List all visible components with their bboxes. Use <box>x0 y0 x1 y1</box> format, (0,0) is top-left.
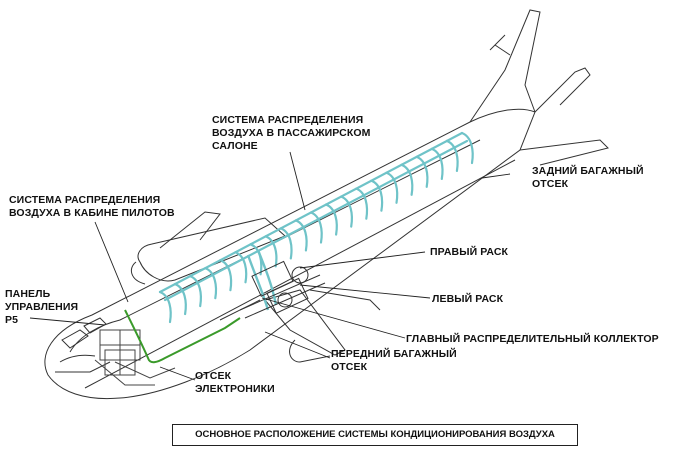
cabin-duct-loop <box>219 259 233 292</box>
label-aft-cargo-compartment: ЗАДНИЙ БАГАЖНЫЙ ОТСЕК <box>532 165 644 190</box>
cabin-duct-loop <box>385 171 399 204</box>
fuselage-outline <box>44 108 536 400</box>
cabin-air-distribution-ducts <box>158 131 474 324</box>
label-cabin-air-distribution: СИСТЕМА РАСПРЕДЕЛЕНИЯ ВОЗДУХА В ПАССАЖИР… <box>212 114 371 152</box>
label-right-pack: ПРАВЫЙ РАСК <box>430 246 509 258</box>
cabin-duct-loop <box>415 155 429 188</box>
label-forward-cargo-compartment: ПЕРЕДНИЙ БАГАЖНЫЙ ОТСЕК <box>331 348 457 373</box>
cockpit-windows <box>61 317 107 349</box>
cabin-duct-loop <box>264 235 278 268</box>
pack-machinery <box>219 260 326 321</box>
cabin-duct-loop <box>309 211 323 244</box>
tail-outline <box>469 9 609 166</box>
cabin-duct-loop <box>325 203 338 236</box>
cabin-duct-loop <box>204 267 218 300</box>
riser-ducts <box>246 249 278 311</box>
cockpit-air-distribution-duct <box>124 309 241 364</box>
left-wing-outline <box>130 211 286 285</box>
cabin-duct-loop <box>445 139 459 173</box>
cabin-duct-loop <box>430 147 444 180</box>
label-main-distribution-manifold: ГЛАВНЫЙ РАСПРЕДЕЛИТЕЛЬНЫЙ КОЛЛЕКТОР <box>406 333 659 345</box>
cabin-duct-trunk-inner <box>163 139 469 302</box>
ee-bay-structure <box>94 329 176 386</box>
cabin-duct-loop <box>355 187 369 220</box>
cabin-duct-loop <box>189 275 202 308</box>
cabin-duct-loop <box>340 195 353 228</box>
cabin-duct-loop <box>158 290 172 324</box>
label-control-panel-p5: ПАНЕЛЬ УПРАВЛЕНИЯ P5 <box>5 288 79 326</box>
diagram-caption: ОСНОВНОЕ РАСПОЛОЖЕНИЕ СИСТЕМЫ КОНДИЦИОНИ… <box>172 424 578 446</box>
cabin-duct-loop <box>234 251 248 284</box>
label-left-pack: ЛЕВЫЙ РАСК <box>432 293 504 305</box>
cabin-duct-loop <box>460 131 474 165</box>
leader-lines <box>29 151 511 381</box>
cabin-duct-loop <box>370 179 384 212</box>
label-electronics-bay: ОТСЕК ЭЛЕКТРОНИКИ <box>195 370 275 395</box>
cabin-duct-loop <box>279 227 293 260</box>
cabin-duct-loop <box>174 282 187 316</box>
cabin-duct-loop <box>294 219 308 252</box>
label-cockpit-air-distribution: СИСТЕМА РАСПРЕДЕЛЕНИЯ ВОЗДУХА В КАБИНЕ П… <box>9 194 175 219</box>
cabin-duct-loop <box>400 163 414 196</box>
